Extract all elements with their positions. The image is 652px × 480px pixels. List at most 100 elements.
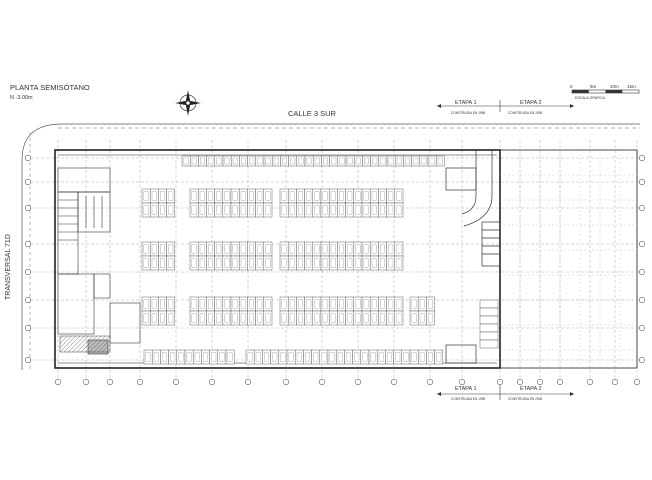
parking-stall bbox=[158, 241, 167, 257]
parking-stall bbox=[361, 255, 371, 271]
car-outline bbox=[257, 299, 263, 309]
parking-stall bbox=[328, 241, 338, 257]
car-outline bbox=[151, 299, 157, 309]
car-outline bbox=[347, 244, 353, 254]
car-outline bbox=[396, 313, 402, 323]
parking-stall bbox=[141, 296, 151, 312]
parking-stall bbox=[353, 155, 363, 167]
car-outline bbox=[363, 191, 369, 201]
stage-2-label-top: ETAPA 2 bbox=[520, 100, 542, 106]
car-outline bbox=[265, 191, 271, 201]
car-outline bbox=[314, 313, 320, 323]
car-outline bbox=[160, 299, 165, 309]
parking-stall bbox=[328, 202, 338, 218]
parking-stall bbox=[271, 155, 281, 167]
car-outline bbox=[314, 157, 320, 165]
parking-stall bbox=[353, 202, 363, 218]
parking-stall bbox=[263, 188, 273, 204]
parking-stall bbox=[337, 296, 346, 312]
parking-stall bbox=[278, 349, 288, 365]
car-outline bbox=[371, 313, 377, 323]
car-outline bbox=[362, 352, 368, 362]
parking-stall bbox=[255, 241, 265, 257]
parking-stall bbox=[189, 310, 199, 326]
parking-stall bbox=[287, 188, 297, 204]
car-outline bbox=[191, 244, 197, 254]
parking-stall bbox=[149, 310, 159, 326]
car-outline bbox=[168, 205, 174, 215]
parking-stall bbox=[149, 241, 159, 257]
car-outline bbox=[314, 205, 320, 215]
grid-bubble bbox=[24, 240, 32, 248]
car-outline bbox=[411, 352, 417, 362]
parking-stall bbox=[197, 296, 207, 312]
vehicle-ramp-left bbox=[59, 335, 111, 353]
parking-stall bbox=[253, 349, 263, 365]
car-outline bbox=[224, 205, 230, 215]
car-outline bbox=[162, 352, 167, 362]
parking-stall bbox=[328, 296, 338, 312]
parking-stall bbox=[386, 296, 396, 312]
parking-stall bbox=[201, 349, 210, 365]
parking-stall bbox=[320, 188, 330, 204]
parking-stall bbox=[222, 310, 232, 326]
car-outline bbox=[143, 205, 149, 215]
car-outline bbox=[396, 258, 402, 268]
car-outline bbox=[232, 157, 238, 165]
parking-stall bbox=[230, 296, 240, 312]
parking-stall bbox=[141, 241, 151, 257]
car-outline bbox=[145, 352, 151, 362]
car-outline bbox=[298, 191, 303, 201]
car-outline bbox=[355, 313, 361, 323]
car-outline bbox=[143, 258, 149, 268]
parking-stall bbox=[378, 188, 387, 204]
parking-stall bbox=[368, 349, 378, 365]
parking-stall bbox=[394, 188, 404, 204]
grid-bubble bbox=[82, 378, 90, 386]
car-outline bbox=[191, 258, 197, 268]
car-outline bbox=[249, 313, 254, 323]
car-outline bbox=[224, 191, 230, 201]
car-outline bbox=[224, 244, 230, 254]
car-outline bbox=[224, 313, 230, 323]
parking-stall bbox=[263, 310, 273, 326]
car-outline bbox=[339, 157, 345, 165]
parking-stall bbox=[230, 310, 240, 326]
parking-stall bbox=[222, 202, 232, 218]
car-outline bbox=[240, 191, 246, 201]
parking-stall bbox=[393, 349, 403, 365]
car-outline bbox=[331, 157, 337, 165]
parking-stall bbox=[176, 349, 186, 365]
parking-stall bbox=[217, 349, 227, 365]
car-outline bbox=[306, 191, 312, 201]
grid-bubble bbox=[516, 378, 524, 386]
parking-stall bbox=[286, 349, 296, 365]
parking-stall bbox=[209, 349, 219, 365]
parking-stall bbox=[370, 155, 380, 167]
car-outline bbox=[191, 205, 197, 215]
stage-2-note-top: CONSTRUIDA EN 2008 bbox=[508, 111, 542, 115]
parking-stall bbox=[296, 202, 305, 218]
parking-stall bbox=[479, 331, 499, 341]
parking-stall bbox=[311, 349, 321, 365]
car-outline bbox=[257, 258, 263, 268]
car-outline bbox=[224, 258, 230, 268]
parking-stall bbox=[409, 310, 419, 326]
car-outline bbox=[396, 205, 402, 215]
car-outline bbox=[211, 352, 217, 362]
car-outline bbox=[232, 244, 238, 254]
car-outline bbox=[298, 313, 303, 323]
parking-stall bbox=[386, 255, 396, 271]
parking-stalls bbox=[141, 155, 499, 365]
parking-stall bbox=[361, 310, 371, 326]
stage-1-note-bottom: CONSTRUIDA EN 1998 bbox=[451, 397, 485, 401]
parking-stall bbox=[255, 188, 265, 204]
parking-stall bbox=[394, 202, 404, 218]
car-outline bbox=[281, 258, 287, 268]
car-outline bbox=[411, 313, 417, 323]
parking-stall bbox=[255, 155, 265, 167]
parking-stall bbox=[312, 188, 322, 204]
scale-tick-5: 5m bbox=[590, 84, 597, 89]
parking-stall bbox=[287, 296, 297, 312]
